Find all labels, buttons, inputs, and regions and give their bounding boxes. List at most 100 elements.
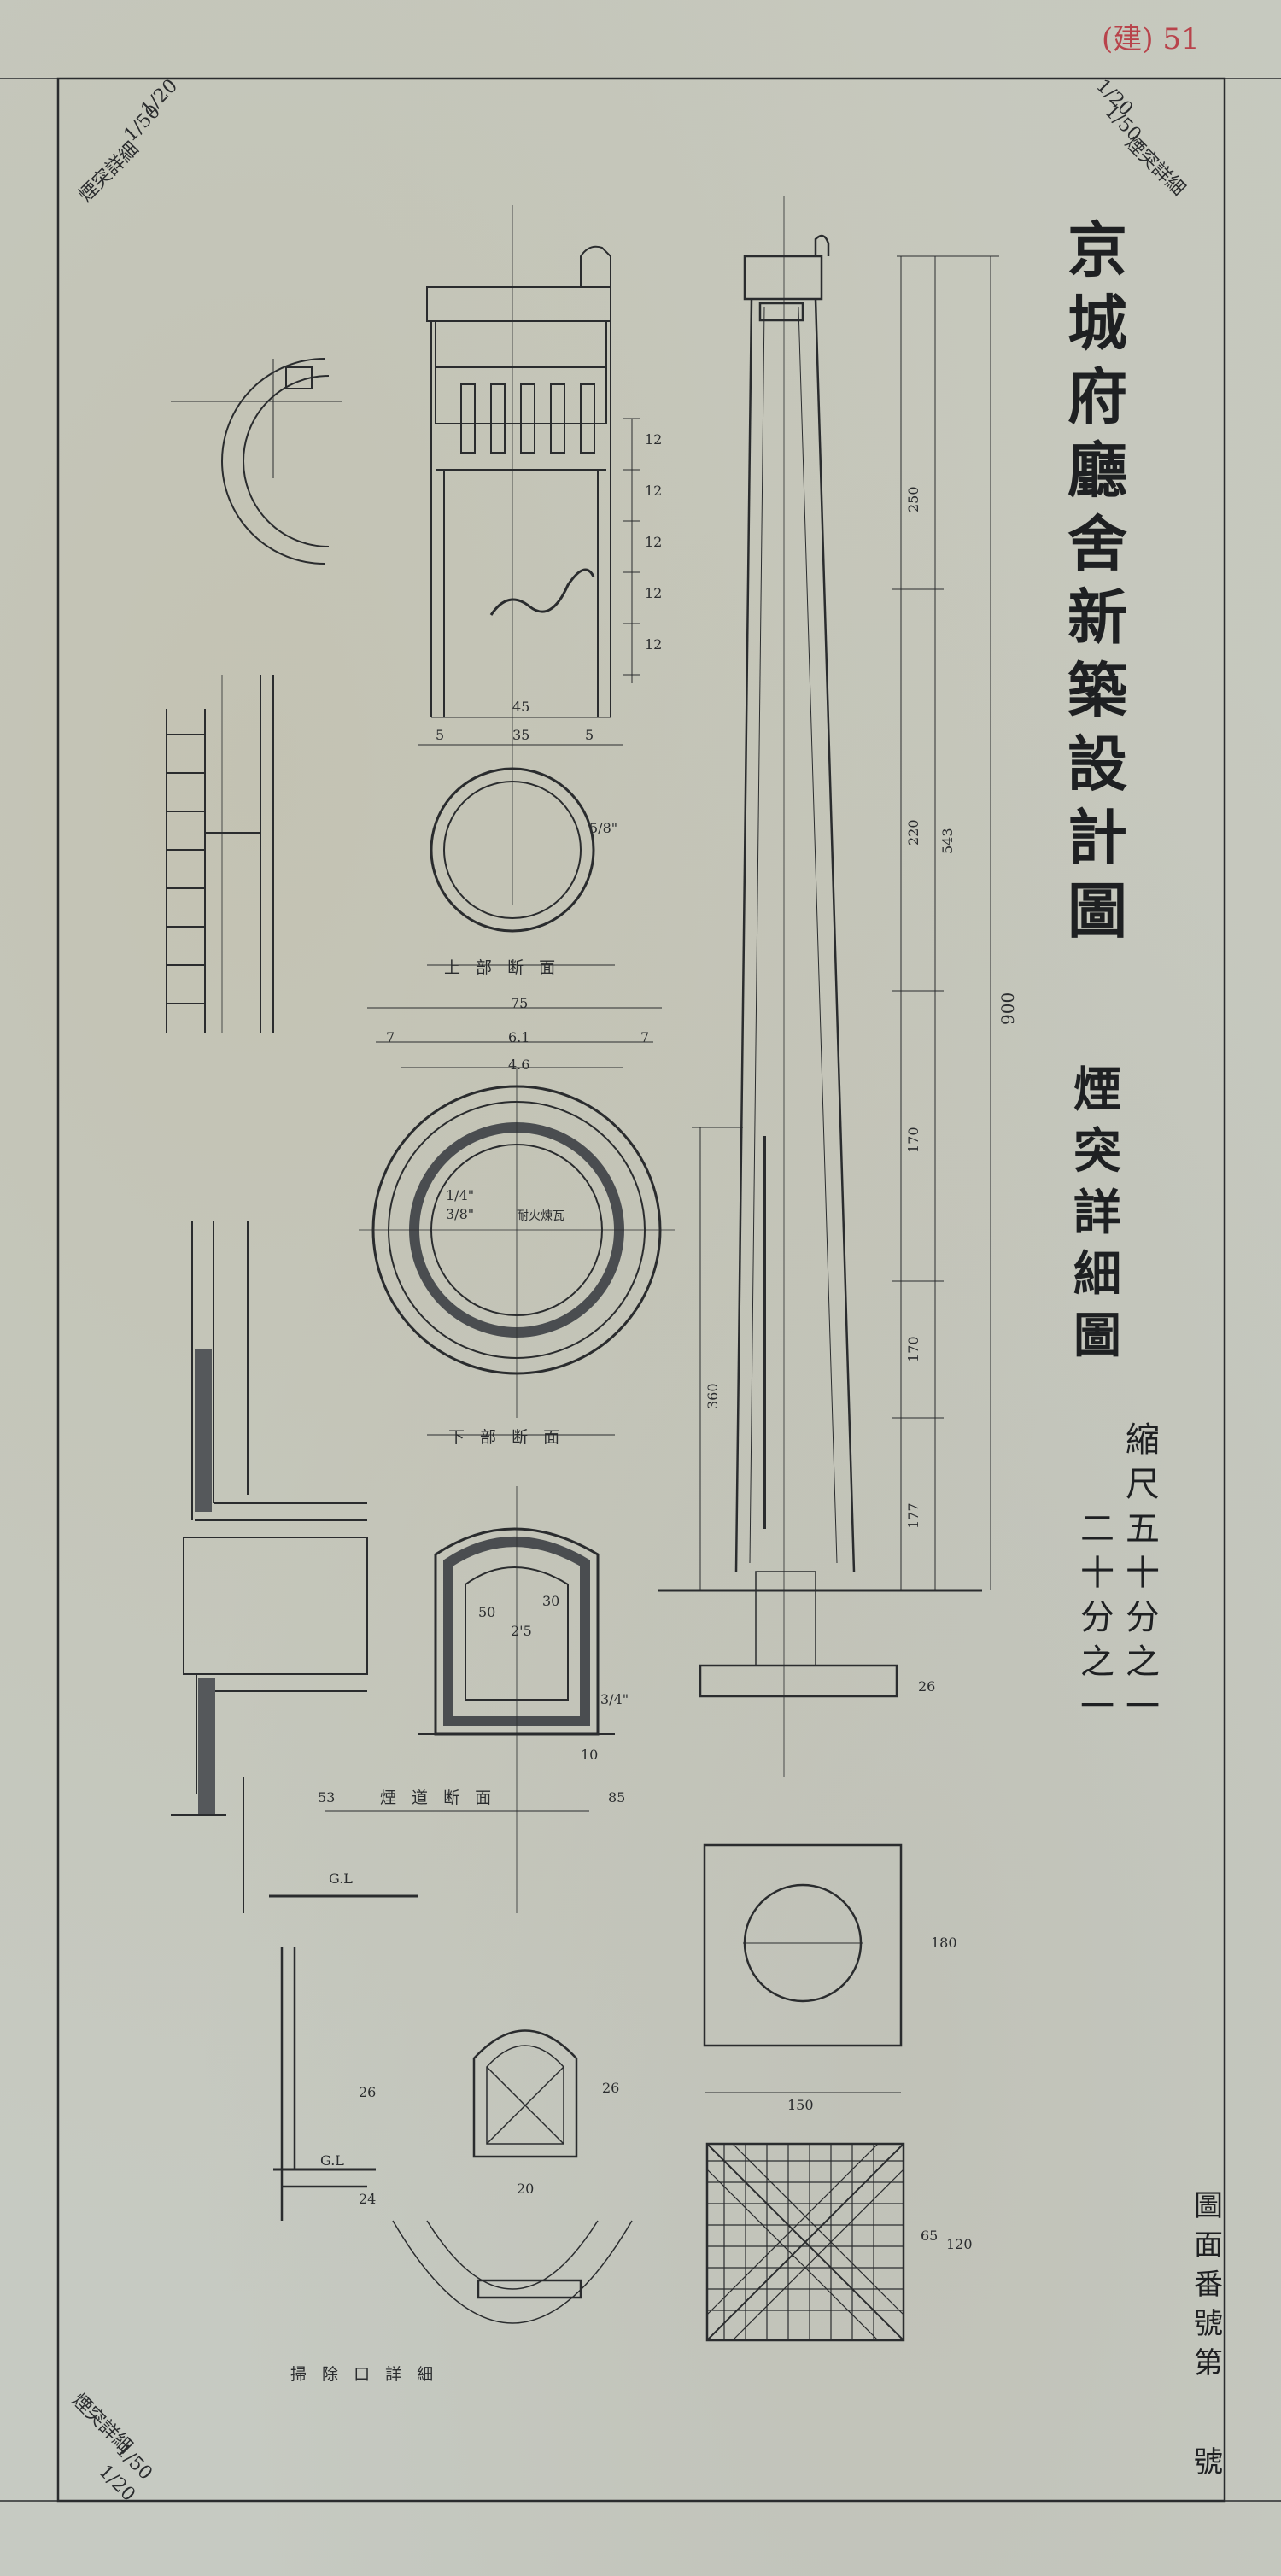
dim-foundation-120: 120 (946, 2236, 973, 2252)
title-char: 京 (1068, 214, 1127, 285)
dim-height-543: 543 (939, 828, 956, 854)
dim-bolt-c: 5/8" (589, 820, 618, 836)
dim-height-170b: 170 (905, 1336, 921, 1362)
scale-char: 分 (1126, 1598, 1160, 1637)
dim-cap-width: 45 (512, 699, 530, 715)
title-char: 設 (1068, 729, 1127, 799)
stamp-text: 煙突詳細 (74, 138, 143, 207)
drawno-char: 號 (1194, 2445, 1223, 2479)
scale-char: 十 (1126, 1554, 1160, 1593)
dim-outer-diameter: 75 (511, 995, 529, 1011)
title-char: 廳 (1068, 435, 1127, 506)
dim-cap-inner: 35 (512, 727, 530, 743)
drawing-title: 京 城 府 廳 舍 新 築 設 計 圖 (1063, 214, 1132, 948)
dim-band: 12 (645, 483, 663, 499)
title-char: 城 (1068, 288, 1127, 359)
gl-label-left: G.L (329, 1871, 353, 1887)
subtitle-char: 突 (1073, 1123, 1121, 1180)
dim-band: 12 (645, 585, 663, 601)
stamp-top-left: 煙突詳細 1/50 1/20 (61, 75, 190, 207)
foundation-plan (703, 1843, 903, 2093)
dim-foundation-180: 180 (931, 1935, 957, 1951)
scale-char: 之 (1126, 1642, 1160, 1682)
title-char: 圖 (1068, 875, 1127, 946)
title-char: 築 (1068, 655, 1127, 726)
subtitle-char: 詳 (1073, 1185, 1121, 1241)
dim-base-26: 26 (918, 1678, 936, 1695)
dim-foundation-150: 150 (787, 2097, 814, 2113)
wall-section-detail (171, 1221, 418, 1913)
dim-height-177: 177 (905, 1502, 921, 1529)
dim-total-height: 900 (997, 992, 1018, 1025)
dim-bolt-a: 1/4" (446, 1187, 475, 1203)
firebrick-label: 耐火煉瓦 (517, 1209, 564, 1223)
title-char: 府 (1068, 361, 1127, 432)
dim-cap-side-left: 5 (436, 727, 445, 743)
scale-char: 一 (1126, 1687, 1160, 1726)
scale-char: 五 (1126, 1509, 1160, 1549)
dim-height-360: 360 (705, 1383, 721, 1409)
scale-char: 縮 (1126, 1420, 1160, 1460)
dim-bolt-b: 3/8" (446, 1206, 475, 1222)
dim-cleanout-24: 24 (359, 2191, 377, 2207)
scale-char: 十 (1080, 1554, 1114, 1593)
chimney-cap-elevation (426, 205, 611, 905)
dim-inner-diameter: 4.6 (508, 1057, 530, 1073)
scale-note-1: 縮 尺 五 十 分 之 一 (1126, 1418, 1160, 1729)
dim-flue-25: 2'5 (511, 1623, 532, 1639)
dim-flue-85: 85 (608, 1789, 626, 1806)
scale-char: 分 (1080, 1598, 1114, 1637)
subtitle-char: 煙 (1073, 1062, 1121, 1118)
gl-label-bottom: G.L (320, 2152, 344, 2169)
cleanout-door-drawing (273, 1947, 633, 2324)
stamp-bottom-left: 煙突詳細 1/50 1/20 (61, 2374, 190, 2506)
title-char: 舍 (1068, 508, 1127, 579)
upper-section-label: 上 部 断 面 (444, 958, 561, 977)
foundation-reinforcement-grid (705, 2142, 905, 2342)
title-char: 計 (1068, 802, 1127, 873)
drawing-number-box: 圖 面 番 號 第 號 (1194, 2187, 1223, 2482)
stamp-text: 1/20 (1091, 75, 1138, 120)
drawno-char: 圖 (1194, 2189, 1223, 2223)
dim-cap-side-right: 5 (585, 727, 594, 743)
title-char: 新 (1068, 582, 1127, 653)
chimney-elevation (658, 196, 982, 1777)
dim-height-170: 170 (905, 1127, 921, 1153)
dim-flue-10: 10 (581, 1747, 599, 1763)
scale-note-2: 二 十 分 之 一 (1080, 1507, 1114, 1729)
flue-section-label: 煙 道 断 面 (380, 1789, 497, 1807)
scale-char: 一 (1080, 1687, 1114, 1726)
upper-section-drawing (427, 767, 615, 966)
drawno-char: 號 (1194, 2307, 1223, 2341)
drawno-char: 第 (1194, 2346, 1223, 2380)
stamp-top-right: 煙突詳細 1/50 1/20 (1091, 75, 1221, 207)
dim-bolt-d: 3/4" (600, 1691, 629, 1707)
cap-plan-detail (171, 358, 342, 565)
drawno-char: 番 (1194, 2268, 1223, 2302)
flue-left-number: 53 (318, 1789, 336, 1806)
lower-section-label: 下 部 断 面 (448, 1428, 565, 1447)
dim-band: 12 (645, 636, 663, 653)
ladder-detail (166, 675, 274, 1033)
dim-band: 12 (645, 534, 663, 550)
subtitle-char: 圖 (1073, 1308, 1121, 1364)
dim-flue-50: 50 (478, 1604, 496, 1620)
lower-section-drawing (359, 1007, 675, 1436)
dim-side-right: 7 (640, 1029, 650, 1045)
dim-cleanout-26a: 26 (359, 2084, 377, 2100)
scale-char: 尺 (1126, 1465, 1160, 1504)
dim-height-220: 220 (905, 819, 921, 846)
cleanout-detail-label: 掃 除 口 詳 細 (290, 2365, 439, 2384)
dim-mid-diameter: 6.1 (508, 1029, 530, 1045)
drawing-subtitle: 煙 突 詳 細 圖 (1068, 1059, 1127, 1367)
red-annotation: (建) 51 (1102, 22, 1200, 56)
dim-cleanout-26b: 26 (602, 2080, 620, 2096)
dim-band: 12 (645, 431, 663, 448)
scale-char: 之 (1080, 1642, 1114, 1682)
border-frame (56, 77, 1226, 2503)
subtitle-char: 細 (1073, 1246, 1121, 1303)
dim-foundation-65: 65 (921, 2228, 939, 2244)
dim-cleanout-20: 20 (517, 2181, 535, 2197)
